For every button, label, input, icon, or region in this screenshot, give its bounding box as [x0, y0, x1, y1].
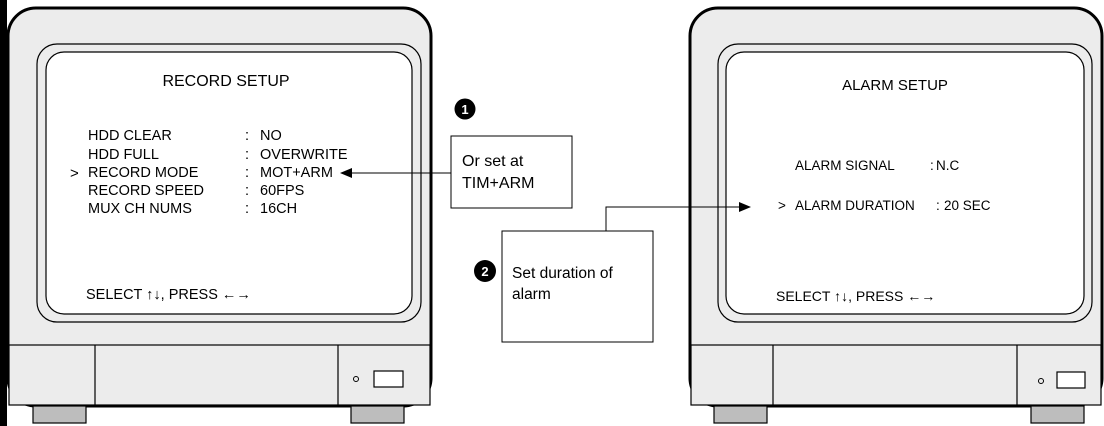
menu-label: MUX CH NUMS [88, 201, 192, 217]
power-led-icon [353, 376, 359, 382]
power-button[interactable] [373, 370, 404, 388]
record-setup-title: RECORD SETUP [162, 73, 289, 90]
menu-label-selected: ALARM DURATION [795, 198, 915, 213]
menu-value: 16CH [260, 201, 297, 217]
menu-label: HDD CLEAR [88, 128, 172, 144]
monitor-left: RECORD SETUP > HDD CLEAR : NO HDD FULL :… [6, 6, 433, 424]
monitor-left-foot [350, 405, 405, 424]
monitor-left-bezel [36, 43, 422, 323]
callout-2: 2 Set duration of alarm [474, 202, 751, 343]
menu-value-selected: 20 SEC [944, 198, 991, 213]
monitor-right-screen [725, 51, 1085, 315]
monitor-left-base [8, 344, 431, 406]
menu-value: 60FPS [260, 183, 304, 199]
callout-box [501, 230, 654, 343]
power-button[interactable] [1056, 371, 1086, 389]
step-number-badge [474, 260, 496, 282]
monitor-left-screen [45, 51, 413, 315]
arrow-to-alarm-duration [605, 202, 751, 231]
menu-sep: : [245, 147, 249, 163]
monitor-right-foot [1030, 405, 1085, 424]
step-number: 2 [481, 264, 488, 279]
menu-sep: : [245, 201, 249, 217]
monitor-right-bezel [717, 43, 1093, 323]
menu-label: HDD FULL [88, 147, 159, 163]
menu-sep: : [936, 198, 940, 213]
menu-sep: : [245, 165, 249, 181]
monitor-right-base [690, 344, 1102, 406]
menu-value-selected: MOT+ARM [260, 165, 333, 181]
menu-label: ALARM SIGNAL [795, 158, 895, 173]
left-edge-strip [0, 0, 7, 426]
step-number-badge [454, 98, 476, 120]
power-led-icon [1038, 378, 1044, 384]
menu-value: OVERWRITE [260, 147, 348, 163]
menu-value: NO [260, 128, 282, 144]
alarm-setup-title: ALARM SETUP [842, 77, 948, 94]
menu-sep: : [245, 128, 249, 144]
callout-text: Or set at [462, 153, 524, 170]
menu-cursor: > [778, 198, 786, 213]
monitor-left-foot [32, 405, 87, 424]
callout-text: TIM+ARM [462, 175, 534, 192]
footer-hint: SELECT ↑↓, PRESS ←→ [776, 288, 935, 304]
callout-text: Set duration of [512, 265, 614, 282]
callout-text: alarm [512, 286, 551, 303]
menu-label: RECORD SPEED [88, 183, 204, 199]
callout-box [450, 135, 573, 209]
menu-sep: : [245, 183, 249, 199]
monitor-right: ALARM SETUP ALARM SIGNAL : N.C > ALARM D… [688, 6, 1104, 424]
callout-1: 1 Or set at TIM+ARM [340, 98, 573, 209]
menu-value: N.C [936, 158, 960, 173]
footer-hint: SELECT ↑↓, PRESS ←→ [86, 287, 251, 303]
menu-cursor: > [70, 165, 79, 182]
menu-label-selected: RECORD MODE [88, 165, 199, 181]
monitor-right-foot [713, 405, 768, 424]
step-number: 1 [461, 102, 468, 117]
menu-sep: : [930, 158, 934, 173]
